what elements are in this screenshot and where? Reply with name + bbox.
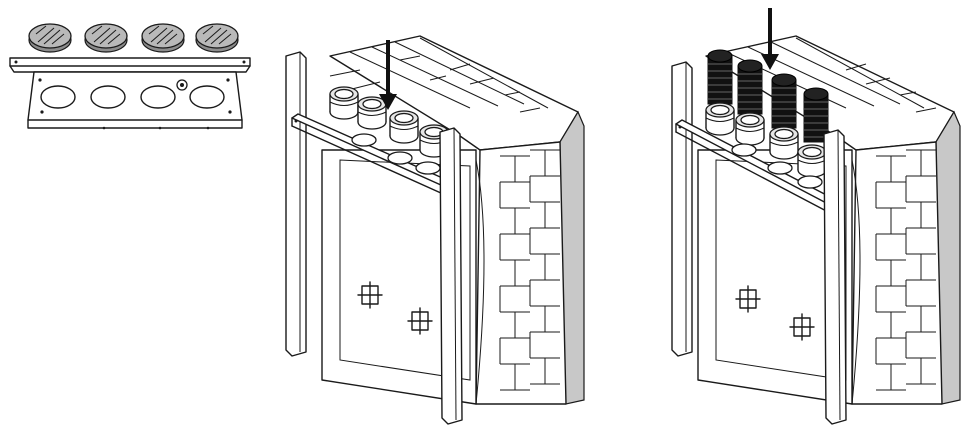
outlet-cutout-right-3	[789, 313, 815, 341]
wall-box-2	[321, 35, 585, 405]
frame-post-right-3	[823, 129, 847, 425]
hose-1	[707, 49, 733, 105]
outlet-cutout-left	[357, 281, 383, 309]
cover-disk-1	[28, 23, 72, 53]
panel-1-bracket-covers	[9, 23, 251, 130]
cover-disk-3	[141, 23, 185, 53]
socket-bottoms-3	[731, 143, 823, 189]
frame-post-right-2	[439, 127, 463, 425]
hose-3	[771, 73, 797, 129]
socket-3-4	[797, 144, 827, 178]
socket-2	[357, 96, 387, 130]
cover-disk-2	[84, 23, 128, 53]
panel-3-wall-hoses	[671, 8, 961, 425]
panel-2-wall-sockets	[285, 35, 585, 425]
outlet-cutout-right	[407, 307, 433, 335]
socket-1	[329, 86, 359, 120]
socket-3-1	[705, 102, 735, 136]
socket-3	[389, 110, 419, 144]
down-arrow-2	[379, 40, 397, 110]
socket-3-3	[769, 126, 799, 160]
cover-disk-4	[195, 23, 239, 53]
outlet-cutout-left-3	[735, 285, 761, 313]
bracket-top-rail	[9, 57, 251, 73]
frame-post-left-2	[285, 51, 307, 357]
bracket-plate	[27, 71, 243, 130]
frame-post-left-3	[671, 61, 693, 357]
hose-2	[737, 59, 763, 115]
socket-3-2	[735, 112, 765, 146]
down-arrow-3	[761, 8, 779, 70]
